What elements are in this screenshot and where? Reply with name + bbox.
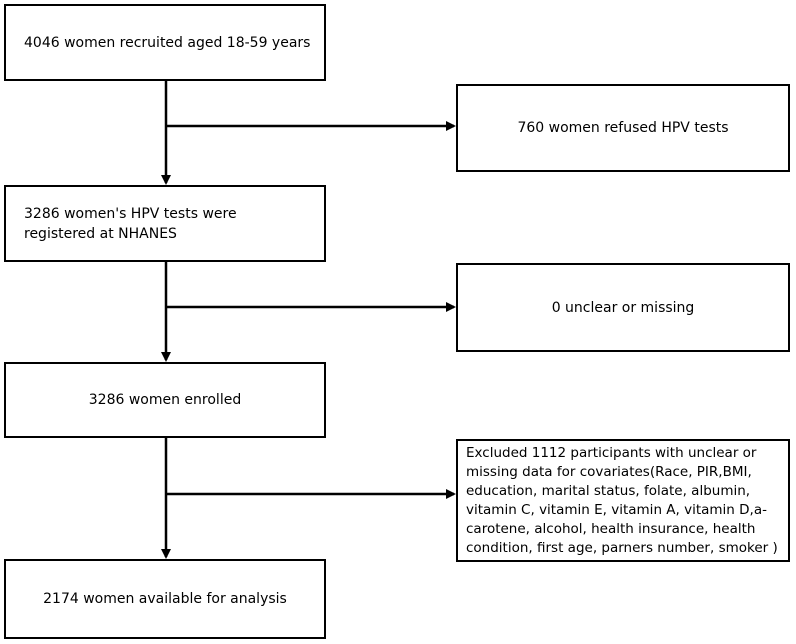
step1-text: 4046 women recruited aged 18-59 years [24,34,311,51]
exclusion3-text: Excluded 1112 participants with unclear … [466,444,778,556]
exclusion1-text: 760 women refused HPV tests [517,120,729,136]
exclusion2-box: 0 unclear or missing [456,263,790,352]
step2-text: 3286 women's HPV tests were registered a… [24,205,237,242]
step1-box: 4046 women recruited aged 18-59 years [4,4,326,81]
step3-box: 3286 women enrolled [4,362,326,438]
exclusion2-text: 0 unclear or missing [551,299,695,316]
exclusion1-box: 760 women refused HPV tests [456,84,790,172]
step4-box: 2174 women available for analysis [4,559,326,639]
exclusion3-box: Excluded 1112 participants with unclear … [456,439,790,562]
step4-text: 2174 women available for analysis [43,591,287,607]
step2-box: 3286 women's HPV tests were registered a… [4,185,326,262]
step3-text: 3286 women enrolled [88,392,242,408]
